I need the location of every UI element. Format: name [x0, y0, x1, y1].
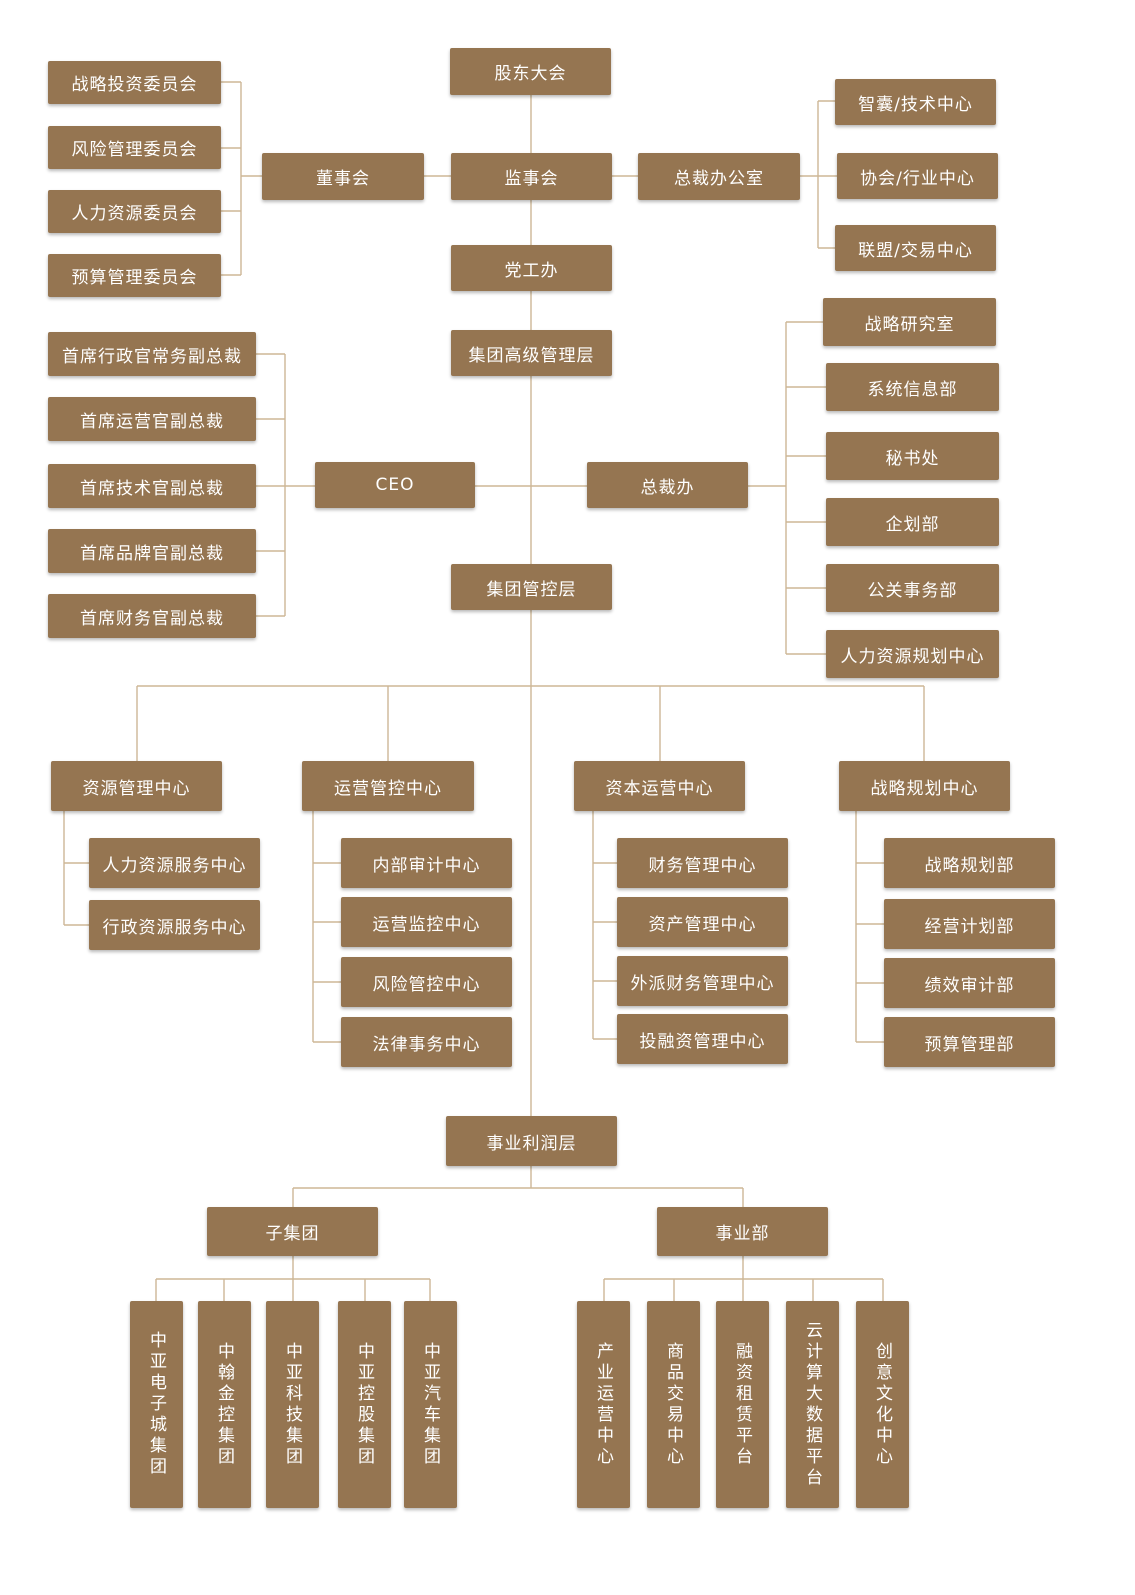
- node-ceo-deputy: 首席技术官副总裁: [48, 464, 256, 508]
- node-office-unit: 智囊/技术中心: [835, 79, 996, 125]
- node-supervisors: 监事会: [451, 153, 612, 200]
- node-center: 资源管理中心: [51, 761, 222, 811]
- node-center-item: 经营计划部: [884, 899, 1055, 949]
- node-center-item: 运营监控中心: [341, 897, 512, 947]
- node-group-control: 集团管控层: [451, 564, 612, 610]
- node-division-item: 融资租赁平台: [716, 1301, 769, 1508]
- node-committee: 战略投资委员会: [48, 61, 221, 104]
- node-center-item: 风险管控中心: [341, 957, 512, 1007]
- node-division: 事业部: [657, 1207, 828, 1256]
- node-president-unit: 公关事务部: [826, 564, 999, 612]
- node-division-item: 产业运营中心: [577, 1301, 630, 1508]
- node-ceo: CEO: [315, 462, 475, 508]
- node-committee: 预算管理委员会: [48, 254, 221, 297]
- node-president-unit: 系统信息部: [826, 363, 999, 411]
- node-office-unit: 联盟/交易中心: [835, 225, 996, 271]
- node-center: 运营管控中心: [302, 761, 474, 811]
- node-president-unit: 秘书处: [826, 432, 999, 480]
- node-center-item: 内部审计中心: [341, 838, 512, 888]
- node-committee: 风险管理委员会: [48, 126, 221, 169]
- node-center: 战略规划中心: [839, 761, 1010, 811]
- node-office-unit: 协会/行业中心: [837, 153, 998, 199]
- node-committee: 人力资源委员会: [48, 190, 221, 233]
- node-party-office: 党工办: [451, 245, 612, 291]
- node-center-item: 投融资管理中心: [617, 1014, 788, 1064]
- node-ceo-deputy: 首席行政官常务副总裁: [48, 332, 256, 376]
- node-ceo-deputy: 首席品牌官副总裁: [48, 529, 256, 573]
- node-president-office: 总裁办公室: [638, 153, 800, 200]
- node-division-item: 云计算大数据平台: [786, 1301, 839, 1508]
- node-ceo-deputy: 首席财务官副总裁: [48, 594, 256, 638]
- node-center-item: 法律事务中心: [341, 1017, 512, 1067]
- node-center-item: 资产管理中心: [617, 897, 788, 947]
- node-subgroup-item: 中翰金控集团: [198, 1301, 251, 1508]
- node-subgroup-item: 中亚电子城集团: [130, 1301, 183, 1508]
- node-shareholders: 股东大会: [450, 48, 611, 95]
- node-center: 资本运营中心: [574, 761, 745, 811]
- node-president-unit: 人力资源规划中心: [826, 630, 999, 678]
- node-division-item: 创意文化中心: [856, 1301, 909, 1508]
- node-center-item: 人力资源服务中心: [89, 838, 260, 888]
- node-center-item: 战略规划部: [884, 838, 1055, 888]
- node-subgroup: 子集团: [207, 1207, 378, 1256]
- node-division-item: 商品交易中心: [647, 1301, 700, 1508]
- node-center-item: 绩效审计部: [884, 958, 1055, 1008]
- node-subgroup-item: 中亚控股集团: [338, 1301, 391, 1508]
- node-board: 董事会: [262, 153, 424, 200]
- node-president-unit: 战略研究室: [823, 298, 996, 346]
- node-center-item: 财务管理中心: [617, 838, 788, 888]
- node-president-unit: 企划部: [826, 498, 999, 546]
- node-president-bureau: 总裁办: [587, 462, 748, 508]
- node-center-item: 预算管理部: [884, 1017, 1055, 1067]
- node-senior-management: 集团高级管理层: [451, 330, 612, 376]
- node-profit-layer: 事业利润层: [446, 1116, 617, 1166]
- node-subgroup-item: 中亚科技集团: [266, 1301, 319, 1508]
- node-ceo-deputy: 首席运营官副总裁: [48, 397, 256, 441]
- node-subgroup-item: 中亚汽车集团: [404, 1301, 457, 1508]
- node-center-item: 行政资源服务中心: [89, 900, 260, 950]
- node-center-item: 外派财务管理中心: [617, 956, 788, 1006]
